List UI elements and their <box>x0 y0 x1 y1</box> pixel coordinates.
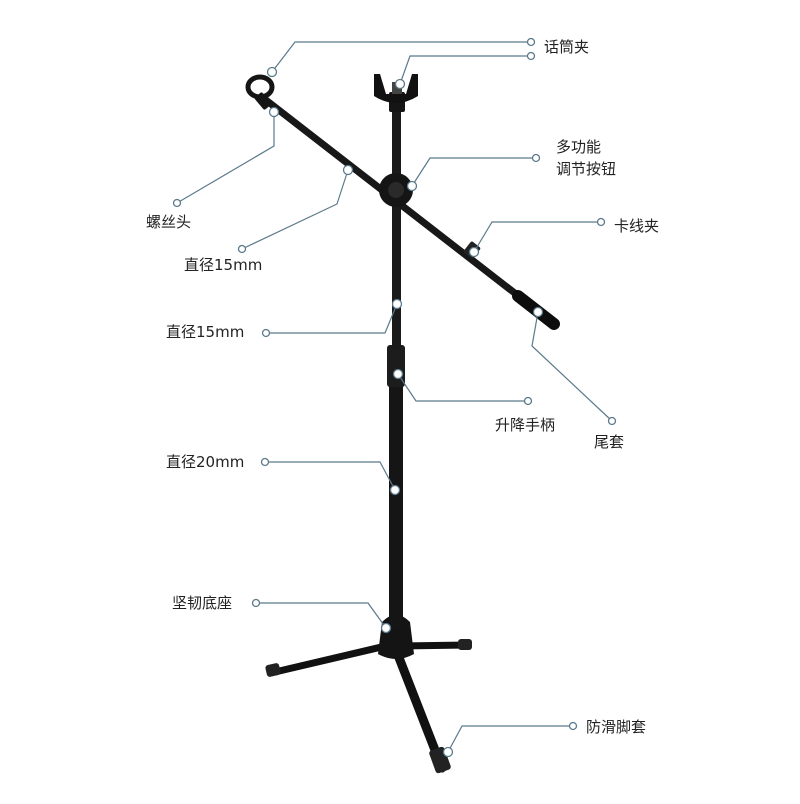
leader-line-lower-pole <box>265 461 396 491</box>
leader-line-sturdy-base <box>256 602 387 629</box>
leader-dot-mic-clip-lower-label <box>526 51 536 61</box>
leader-dot-upper-pole-label <box>261 328 271 338</box>
right-foot-cap <box>458 639 472 650</box>
leader-line-end-cap <box>531 311 613 422</box>
leader-dot-sturdy-base-target <box>380 622 392 634</box>
leader-lines <box>176 41 613 753</box>
leader-line-screw-head <box>176 112 275 204</box>
leader-line-mic-clip-upper <box>271 41 531 73</box>
leader-dot-cable-clip-target <box>468 246 480 258</box>
leader-dot-anti-slip-foot-label <box>568 721 578 731</box>
boom-arm <box>258 93 556 326</box>
tripod-legs <box>265 639 472 774</box>
leader-line-boom-diameter <box>241 169 349 250</box>
label-cable-clip: 卡线夹 <box>614 217 660 235</box>
leader-dot-anti-slip-foot-target <box>442 746 454 758</box>
leader-line-upper-pole <box>266 303 398 334</box>
leader-dot-boom-diameter-label <box>237 244 247 254</box>
left-foot-cap <box>265 663 281 677</box>
leader-dot-multi-function-target <box>406 180 418 192</box>
leader-dot-mic-clip-lower-target <box>394 78 406 90</box>
leader-dot-lift-handle-target <box>392 368 404 380</box>
mic-clip-shape <box>374 74 418 112</box>
leader-line-anti-slip-foot <box>447 725 573 753</box>
label-end-cap: 尾套 <box>594 433 625 451</box>
leader-dots <box>172 37 617 758</box>
label-upper-pole-diameter: 直径15mm <box>166 323 245 341</box>
leader-dot-boom-diameter-target <box>342 164 354 176</box>
leader-dot-end-cap-label <box>607 416 617 426</box>
leader-dot-lift-handle-label <box>523 396 533 406</box>
leader-dot-cable-clip-label <box>596 217 606 227</box>
label-multi-function-button: 多功能 调节按钮 <box>556 138 617 178</box>
leader-line-multi-function <box>411 157 536 187</box>
leader-dot-screw-head-target <box>268 106 280 118</box>
label-lift-handle: 升降手柄 <box>495 416 556 434</box>
leader-dot-screw-head-label <box>172 198 182 208</box>
label-sturdy-base: 坚韧底座 <box>172 594 233 612</box>
leader-dot-end-cap-target <box>532 306 544 318</box>
leader-dot-mic-clip-upper-target <box>266 66 278 78</box>
leader-dot-sturdy-base-label <box>251 598 261 608</box>
leader-dot-lower-pole-label <box>260 457 270 467</box>
leader-line-lift-handle <box>397 373 528 402</box>
upper-pole <box>392 105 401 350</box>
leader-dot-mic-clip-upper-label <box>526 37 536 47</box>
leader-line-mic-clip-lower <box>399 55 531 85</box>
leader-dot-lower-pole-target <box>389 484 401 496</box>
left-ring-holder <box>245 74 275 110</box>
leader-dot-upper-pole-target <box>391 298 403 310</box>
label-mic-clip: 话筒夹 <box>544 38 590 56</box>
label-anti-slip-foot-cover: 防滑脚套 <box>586 718 647 736</box>
leader-line-cable-clip <box>473 221 601 253</box>
label-lower-pole-diameter: 直径20mm <box>166 453 245 471</box>
label-screw-head: 螺丝头 <box>146 213 192 231</box>
label-boom-diameter: 直径15mm <box>184 256 263 274</box>
leader-dot-multi-function-label <box>531 153 541 163</box>
